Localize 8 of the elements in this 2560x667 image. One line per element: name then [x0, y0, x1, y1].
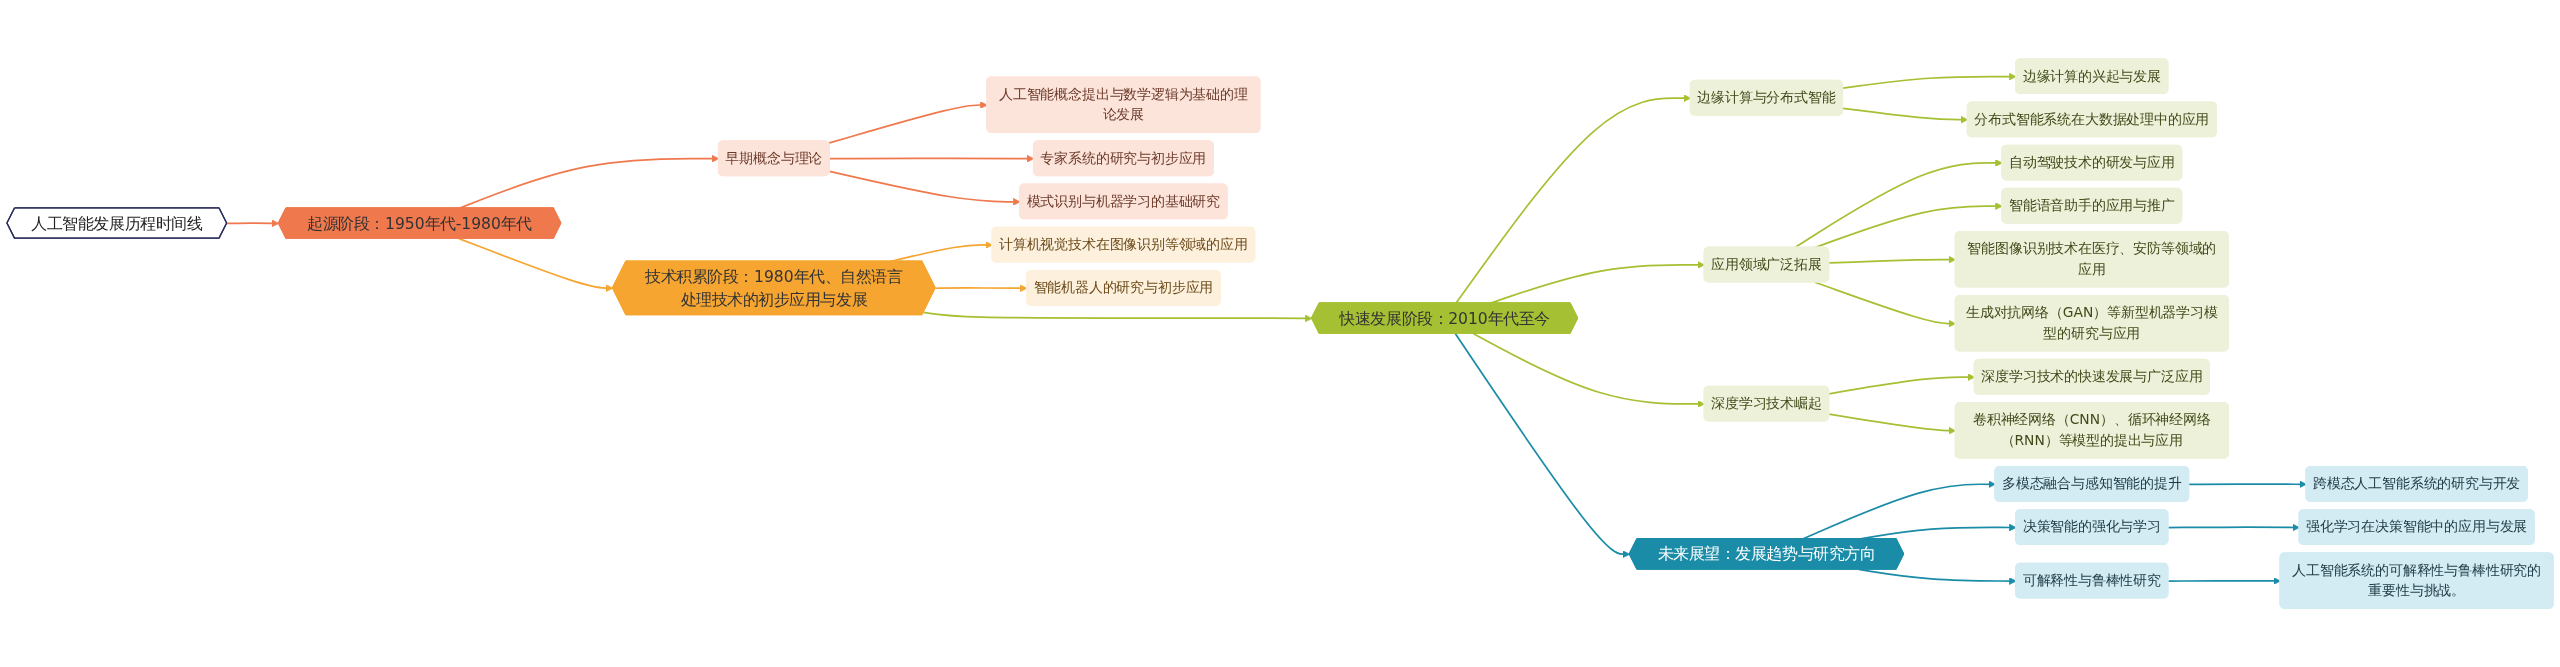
arrow: [226, 219, 280, 228]
arrow: [2167, 577, 2281, 585]
arrow: [2167, 523, 2300, 532]
arrow: [922, 311, 1313, 323]
arrow: [458, 237, 614, 292]
arrow: [1472, 332, 1705, 408]
arrow: [2188, 480, 2307, 488]
arrow: [1454, 332, 1631, 558]
